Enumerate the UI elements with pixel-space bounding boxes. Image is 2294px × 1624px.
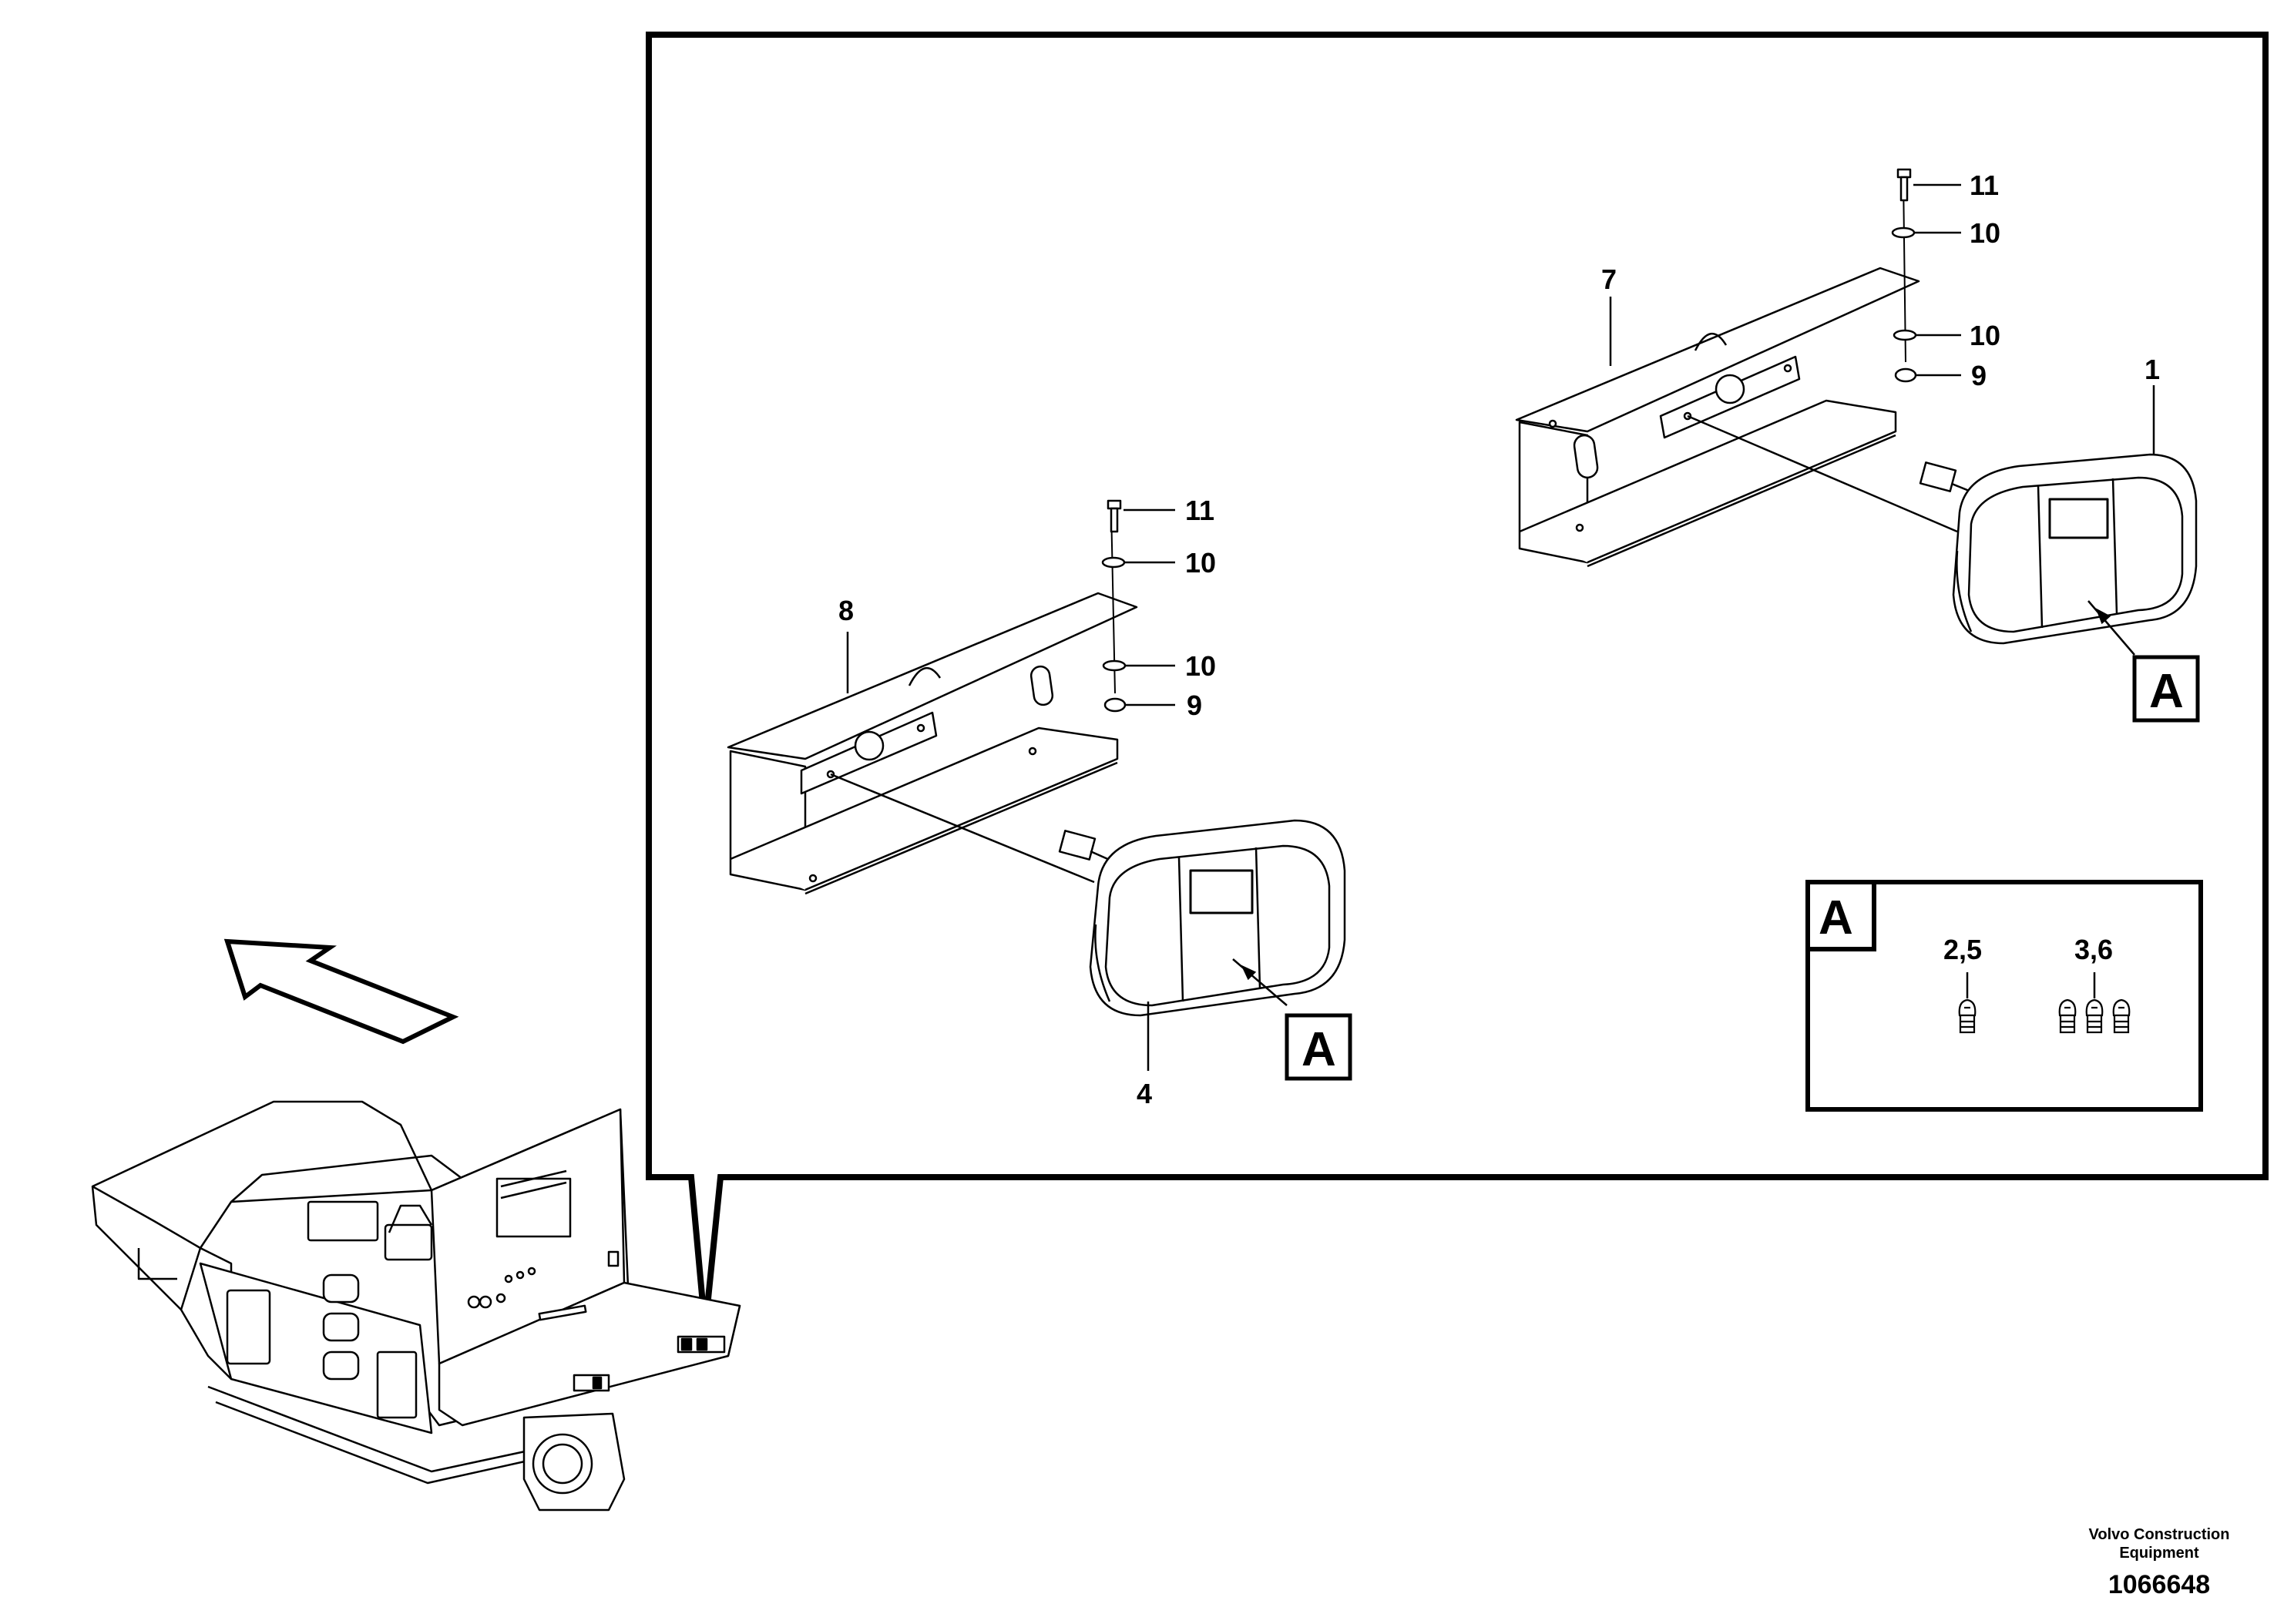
bracket-right (1515, 168, 1920, 568)
bulb-icon-b (2085, 998, 2104, 1034)
callout-a-right-text: A (2149, 665, 2184, 718)
label-10-left-top: 10 (1185, 547, 1216, 579)
detail-a-box: A 2,5 3,6 (1805, 880, 2203, 1112)
company-name-line1: Volvo Construction (2089, 1526, 2230, 1543)
bracket-left (727, 499, 1138, 895)
label-9-right: 9 (1971, 360, 1987, 391)
bulb-icon-single (1958, 998, 1977, 1034)
label-7: 7 (1601, 263, 1617, 295)
label-10-left-bottom: 10 (1185, 650, 1216, 682)
label-10-right-bottom: 10 (1970, 320, 2000, 351)
bulb-leaders (1966, 972, 2096, 998)
wire-line-left (830, 773, 1095, 884)
bulb-group-label-3-6: 3,6 (2074, 934, 2113, 965)
bulb-icon-a (2058, 998, 2077, 1034)
wire-line-right (1687, 414, 1958, 533)
lamp-left (1058, 819, 1346, 1017)
label-9-left: 9 (1187, 690, 1202, 721)
direction-arrow (223, 938, 459, 1045)
label-10-right-top: 10 (1970, 217, 2000, 249)
callout-a-left: A (1285, 1013, 1352, 1081)
part-labels: 8 11 10 10 9 4 7 11 10 10 9 1 (838, 169, 2160, 1109)
company-name-line2: Equipment (2119, 1545, 2199, 1562)
label-4: 4 (1137, 1078, 1152, 1109)
bulb-icon-c (2112, 998, 2131, 1034)
detail-a-box-title: A (1819, 891, 1853, 945)
callout-a-right: A (2132, 655, 2200, 723)
figure-number: 1066648 (2108, 1570, 2210, 1599)
callout-a-left-text: A (1302, 1023, 1336, 1076)
label-11-right: 11 (1970, 169, 1999, 201)
leader-lines (846, 183, 2155, 1071)
label-1: 1 (2145, 354, 2160, 385)
footer-block: Volvo Construction Equipment 1066648 (2089, 1526, 2230, 1599)
label-11-left: 11 (1185, 495, 1214, 526)
callout-pointers (1232, 600, 2135, 1006)
bulb-group-label-2-5: 2,5 (1943, 934, 1982, 965)
lamp-right (1919, 453, 2198, 645)
detail-frame (646, 32, 2269, 1330)
machine-frame-illustration (91, 1100, 741, 1512)
bulb-icons (1958, 998, 2131, 1034)
label-8: 8 (838, 595, 854, 626)
